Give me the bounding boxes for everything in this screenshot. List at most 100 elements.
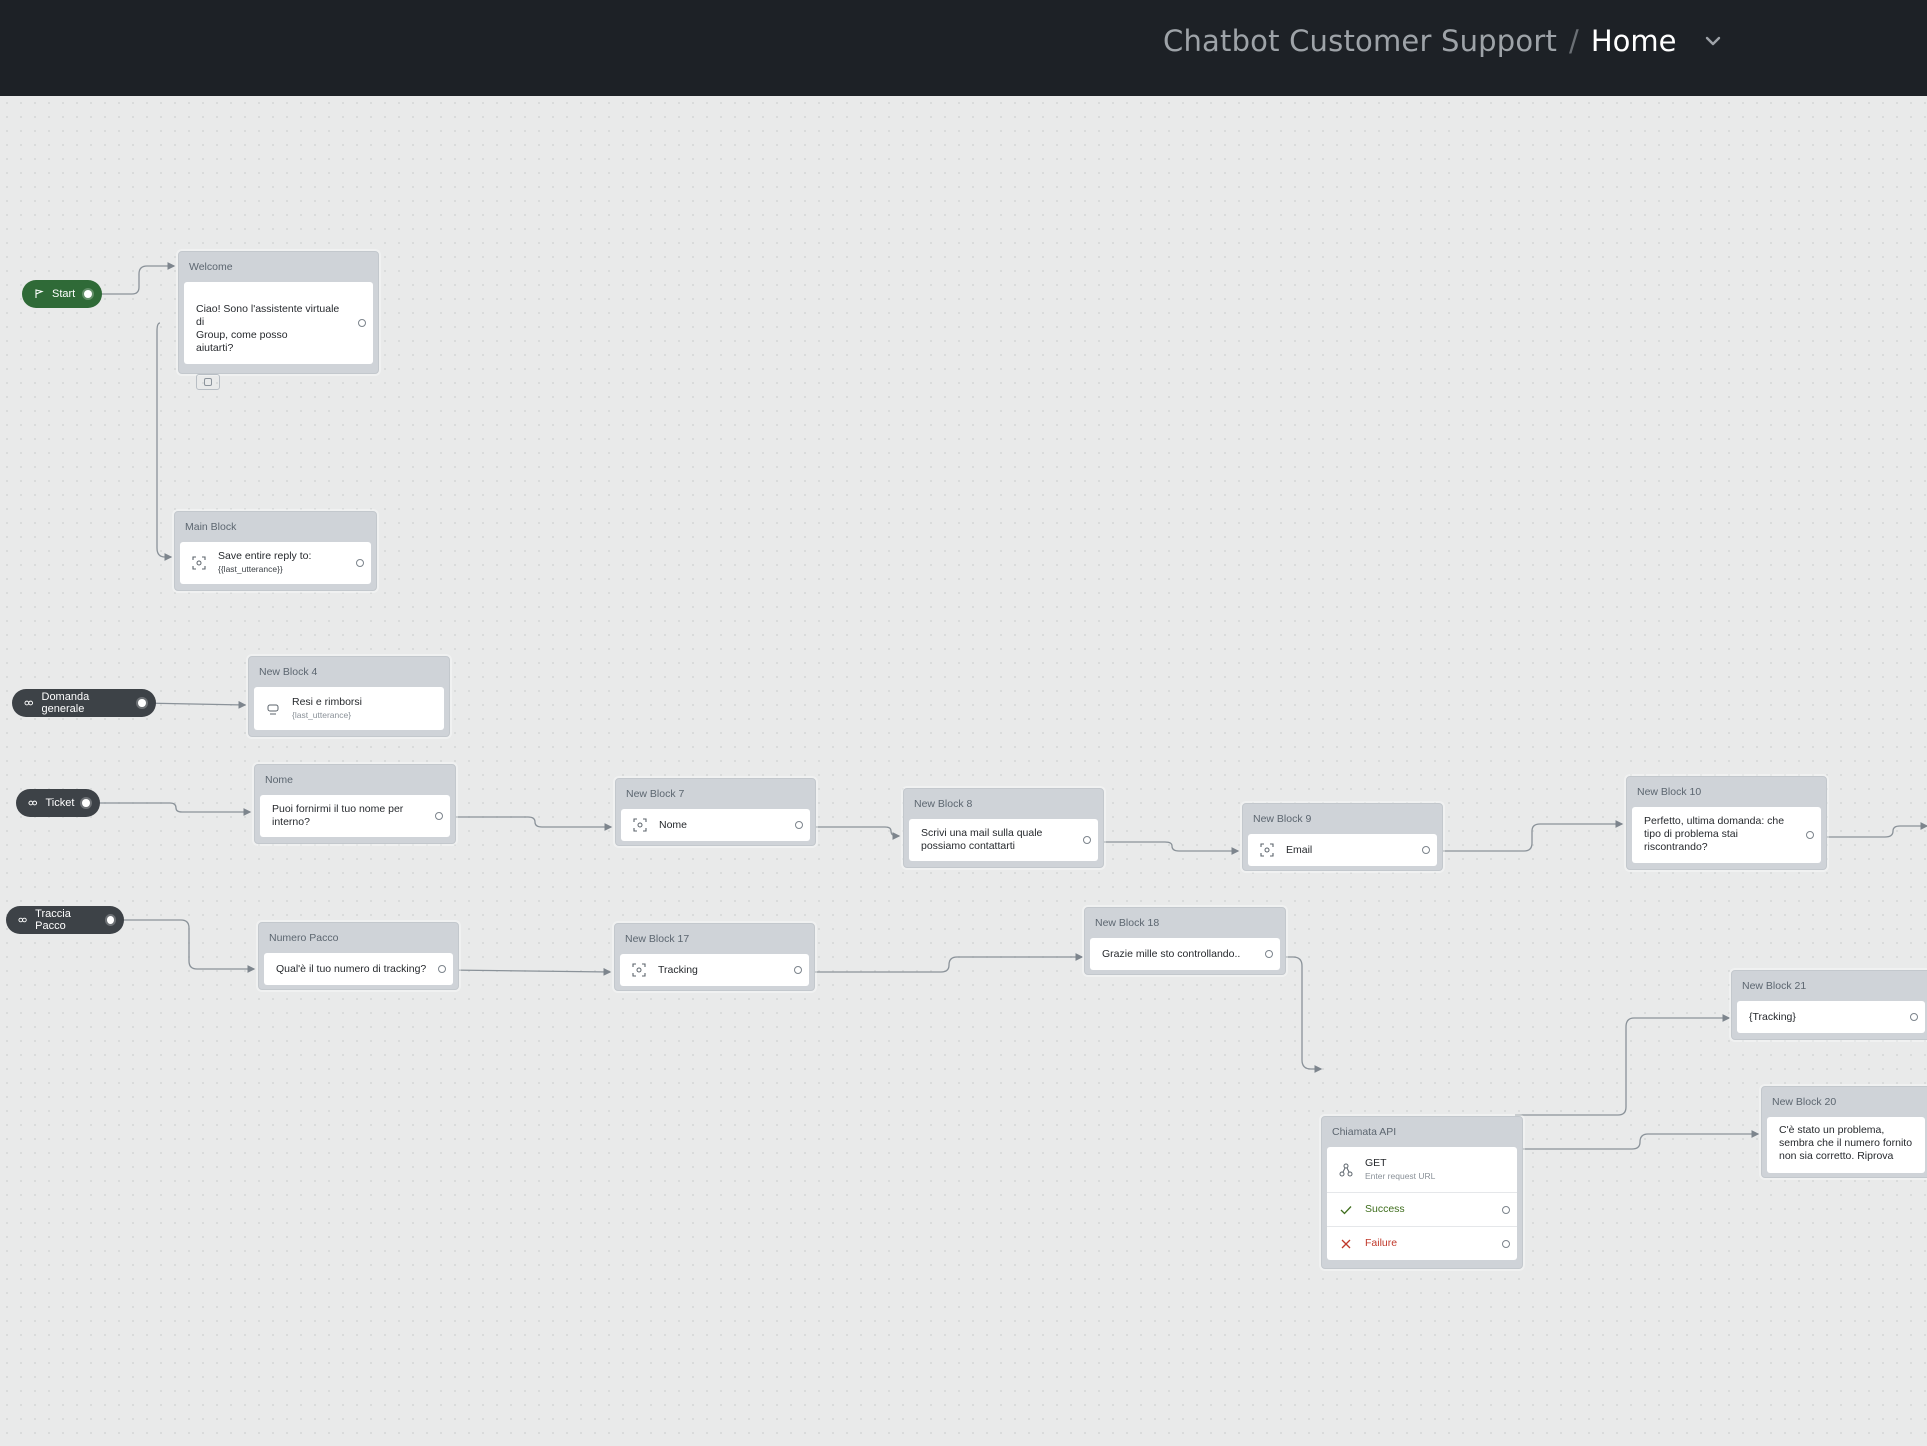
start-trigger[interactable]: Start bbox=[22, 280, 102, 308]
check-icon bbox=[1340, 1205, 1352, 1214]
output-port[interactable] bbox=[106, 916, 114, 924]
start-label: Start bbox=[52, 288, 76, 300]
step-text: Perfetto, ultima domanda: che tipo di pr… bbox=[1644, 815, 1785, 853]
output-port[interactable] bbox=[1502, 1205, 1510, 1214]
block-new-block-18[interactable]: New Block 18 Grazie mille sto controllan… bbox=[1084, 907, 1286, 975]
step-text: Qual'è il tuo numero di tracking? bbox=[276, 963, 427, 975]
output-port[interactable] bbox=[1910, 1013, 1918, 1021]
capture-icon bbox=[632, 963, 646, 977]
block-new-block-7[interactable]: New Block 7 Nome bbox=[615, 778, 816, 846]
block-welcome[interactable]: Welcome Ciao! Sono l'assistente virtuale… bbox=[178, 251, 379, 390]
block-title: New Block 21 bbox=[1742, 980, 1807, 992]
block-title: Nome bbox=[265, 774, 294, 786]
output-port[interactable] bbox=[1083, 836, 1091, 844]
output-port[interactable] bbox=[84, 290, 92, 298]
output-port[interactable] bbox=[82, 799, 90, 807]
intent-step[interactable]: Resi e rimborsi {last_utterance} bbox=[254, 687, 444, 730]
event-label: Traccia Pacco bbox=[35, 908, 71, 932]
output-port[interactable] bbox=[1806, 831, 1814, 839]
output-port[interactable] bbox=[1265, 950, 1273, 958]
block-nome[interactable]: Nome Puoi fornirmi il tuo nome per inter… bbox=[254, 764, 456, 844]
edge-ticket-nome bbox=[97, 802, 252, 816]
output-port[interactable] bbox=[794, 966, 802, 974]
text-step[interactable]: Scrivi una mail sulla quale possiamo con… bbox=[909, 819, 1098, 861]
step-text: Grazie mille sto controllando.. bbox=[1102, 948, 1241, 960]
block-title: New Block 20 bbox=[1772, 1096, 1837, 1108]
block-title: Numero Pacco bbox=[269, 932, 339, 944]
output-port[interactable] bbox=[358, 319, 366, 327]
top-bar: Chatbot Customer Support / Home bbox=[0, 0, 1927, 96]
output-port[interactable] bbox=[1502, 1239, 1510, 1248]
step-text: C'è stato un problema, sembra che il num… bbox=[1779, 1124, 1913, 1162]
page-name[interactable]: Home bbox=[1590, 24, 1677, 58]
api-method: GET bbox=[1365, 1156, 1387, 1169]
block-title: New Block 8 bbox=[914, 798, 973, 810]
output-port[interactable] bbox=[356, 559, 364, 567]
capture-step[interactable]: Email bbox=[1248, 834, 1437, 866]
output-port[interactable] bbox=[1422, 846, 1430, 854]
event-domanda-generale[interactable]: Domanda generale bbox=[12, 689, 156, 717]
block-new-block-20[interactable]: New Block 20 C'è stato un problema, semb… bbox=[1761, 1086, 1927, 1178]
block-title: Welcome bbox=[189, 261, 233, 273]
block-title: New Block 7 bbox=[626, 788, 685, 800]
breadcrumb: Chatbot Customer Support / Home bbox=[1163, 20, 1724, 62]
text-step[interactable]: Qual'è il tuo numero di tracking? bbox=[264, 953, 453, 985]
block-new-block-8[interactable]: New Block 8 Scrivi una mail sulla quale … bbox=[903, 788, 1104, 868]
project-name[interactable]: Chatbot Customer Support bbox=[1163, 24, 1558, 58]
text-step[interactable]: Grazie mille sto controllando.. bbox=[1090, 938, 1280, 970]
event-ticket[interactable]: Ticket bbox=[16, 789, 100, 817]
text-step[interactable]: Puoi fornirmi il tuo nome per interno? bbox=[260, 795, 450, 837]
block-new-block-4[interactable]: New Block 4 Resi e rimborsi {last_uttera… bbox=[248, 656, 450, 737]
text-step[interactable]: {Tracking} bbox=[1737, 1001, 1925, 1033]
block-numero-pacco[interactable]: Numero Pacco Qual'è il tuo numero di tra… bbox=[258, 922, 459, 990]
capture-icon bbox=[192, 556, 206, 570]
block-title: New Block 17 bbox=[625, 933, 690, 945]
api-url-placeholder[interactable]: Enter request URL bbox=[1365, 1170, 1436, 1181]
edge-nb7-nb8 bbox=[810, 826, 901, 840]
capture-icon bbox=[633, 818, 647, 832]
output-port[interactable] bbox=[138, 699, 146, 707]
output-port[interactable] bbox=[438, 965, 446, 973]
event-label: Ticket bbox=[45, 797, 75, 809]
block-new-block-9[interactable]: New Block 9 Email bbox=[1242, 803, 1443, 871]
intent-icon bbox=[28, 800, 38, 806]
step-text: Email bbox=[1286, 843, 1313, 856]
chevron-down-icon[interactable] bbox=[1702, 30, 1724, 52]
step-text: Resi e rimborsi bbox=[292, 695, 363, 708]
flow-canvas[interactable]: Start Domanda generale Ticket Traccia Pa… bbox=[0, 96, 1927, 1446]
edge-traccia-numero bbox=[117, 919, 256, 973]
block-title: Main Block bbox=[185, 521, 237, 533]
text-step[interactable]: Perfetto, ultima domanda: che tipo di pr… bbox=[1632, 807, 1821, 863]
emoji-icon[interactable] bbox=[196, 374, 220, 390]
step-text: Ciao! Sono l'assistente virtuale di Grou… bbox=[196, 303, 340, 354]
close-icon bbox=[1341, 1239, 1351, 1248]
edge-success-nb21 bbox=[1515, 1014, 1731, 1116]
block-new-block-10[interactable]: New Block 10 Perfetto, ultima domanda: c… bbox=[1626, 776, 1827, 870]
event-traccia-pacco[interactable]: Traccia Pacco bbox=[6, 906, 124, 934]
breadcrumb-separator: / bbox=[1569, 24, 1579, 58]
capture-step[interactable]: Save entire reply to: {{last_utterance}} bbox=[180, 542, 371, 584]
block-chiamata-api[interactable]: Chiamata API GET Enter request URL Succe… bbox=[1321, 1116, 1523, 1269]
edge-nb10-out bbox=[1803, 822, 1927, 838]
block-title: New Block 9 bbox=[1253, 813, 1312, 825]
capture-step[interactable]: Nome bbox=[621, 809, 810, 841]
edge-domanda-nb4 bbox=[140, 700, 247, 709]
variable-label: {{last_utterance}} bbox=[218, 564, 283, 574]
step-text: {Tracking} bbox=[1749, 1011, 1796, 1023]
output-port[interactable] bbox=[435, 812, 443, 820]
block-new-block-17[interactable]: New Block 17 Tracking bbox=[614, 923, 815, 991]
output-port[interactable] bbox=[795, 821, 803, 829]
edge-start-welcome bbox=[88, 262, 176, 295]
api-failure-path[interactable]: Failure bbox=[1327, 1226, 1517, 1260]
text-step[interactable]: C'è stato un problema, sembra che il num… bbox=[1767, 1117, 1925, 1173]
edge-numero-nb17 bbox=[446, 968, 612, 976]
edge-nome-nb7 bbox=[444, 816, 613, 831]
edge-nb8-nb9 bbox=[1093, 841, 1240, 855]
capture-step[interactable]: Tracking bbox=[620, 954, 809, 986]
intent-icon bbox=[18, 917, 27, 923]
text-step[interactable]: Ciao! Sono l'assistente virtuale di Grou… bbox=[184, 282, 373, 390]
api-request-step[interactable]: GET Enter request URL bbox=[1327, 1147, 1517, 1192]
block-main[interactable]: Main Block Save entire reply to: {{last_… bbox=[174, 511, 377, 591]
api-success-path[interactable]: Success bbox=[1327, 1192, 1517, 1226]
block-new-block-21[interactable]: New Block 21 {Tracking} bbox=[1731, 970, 1927, 1040]
